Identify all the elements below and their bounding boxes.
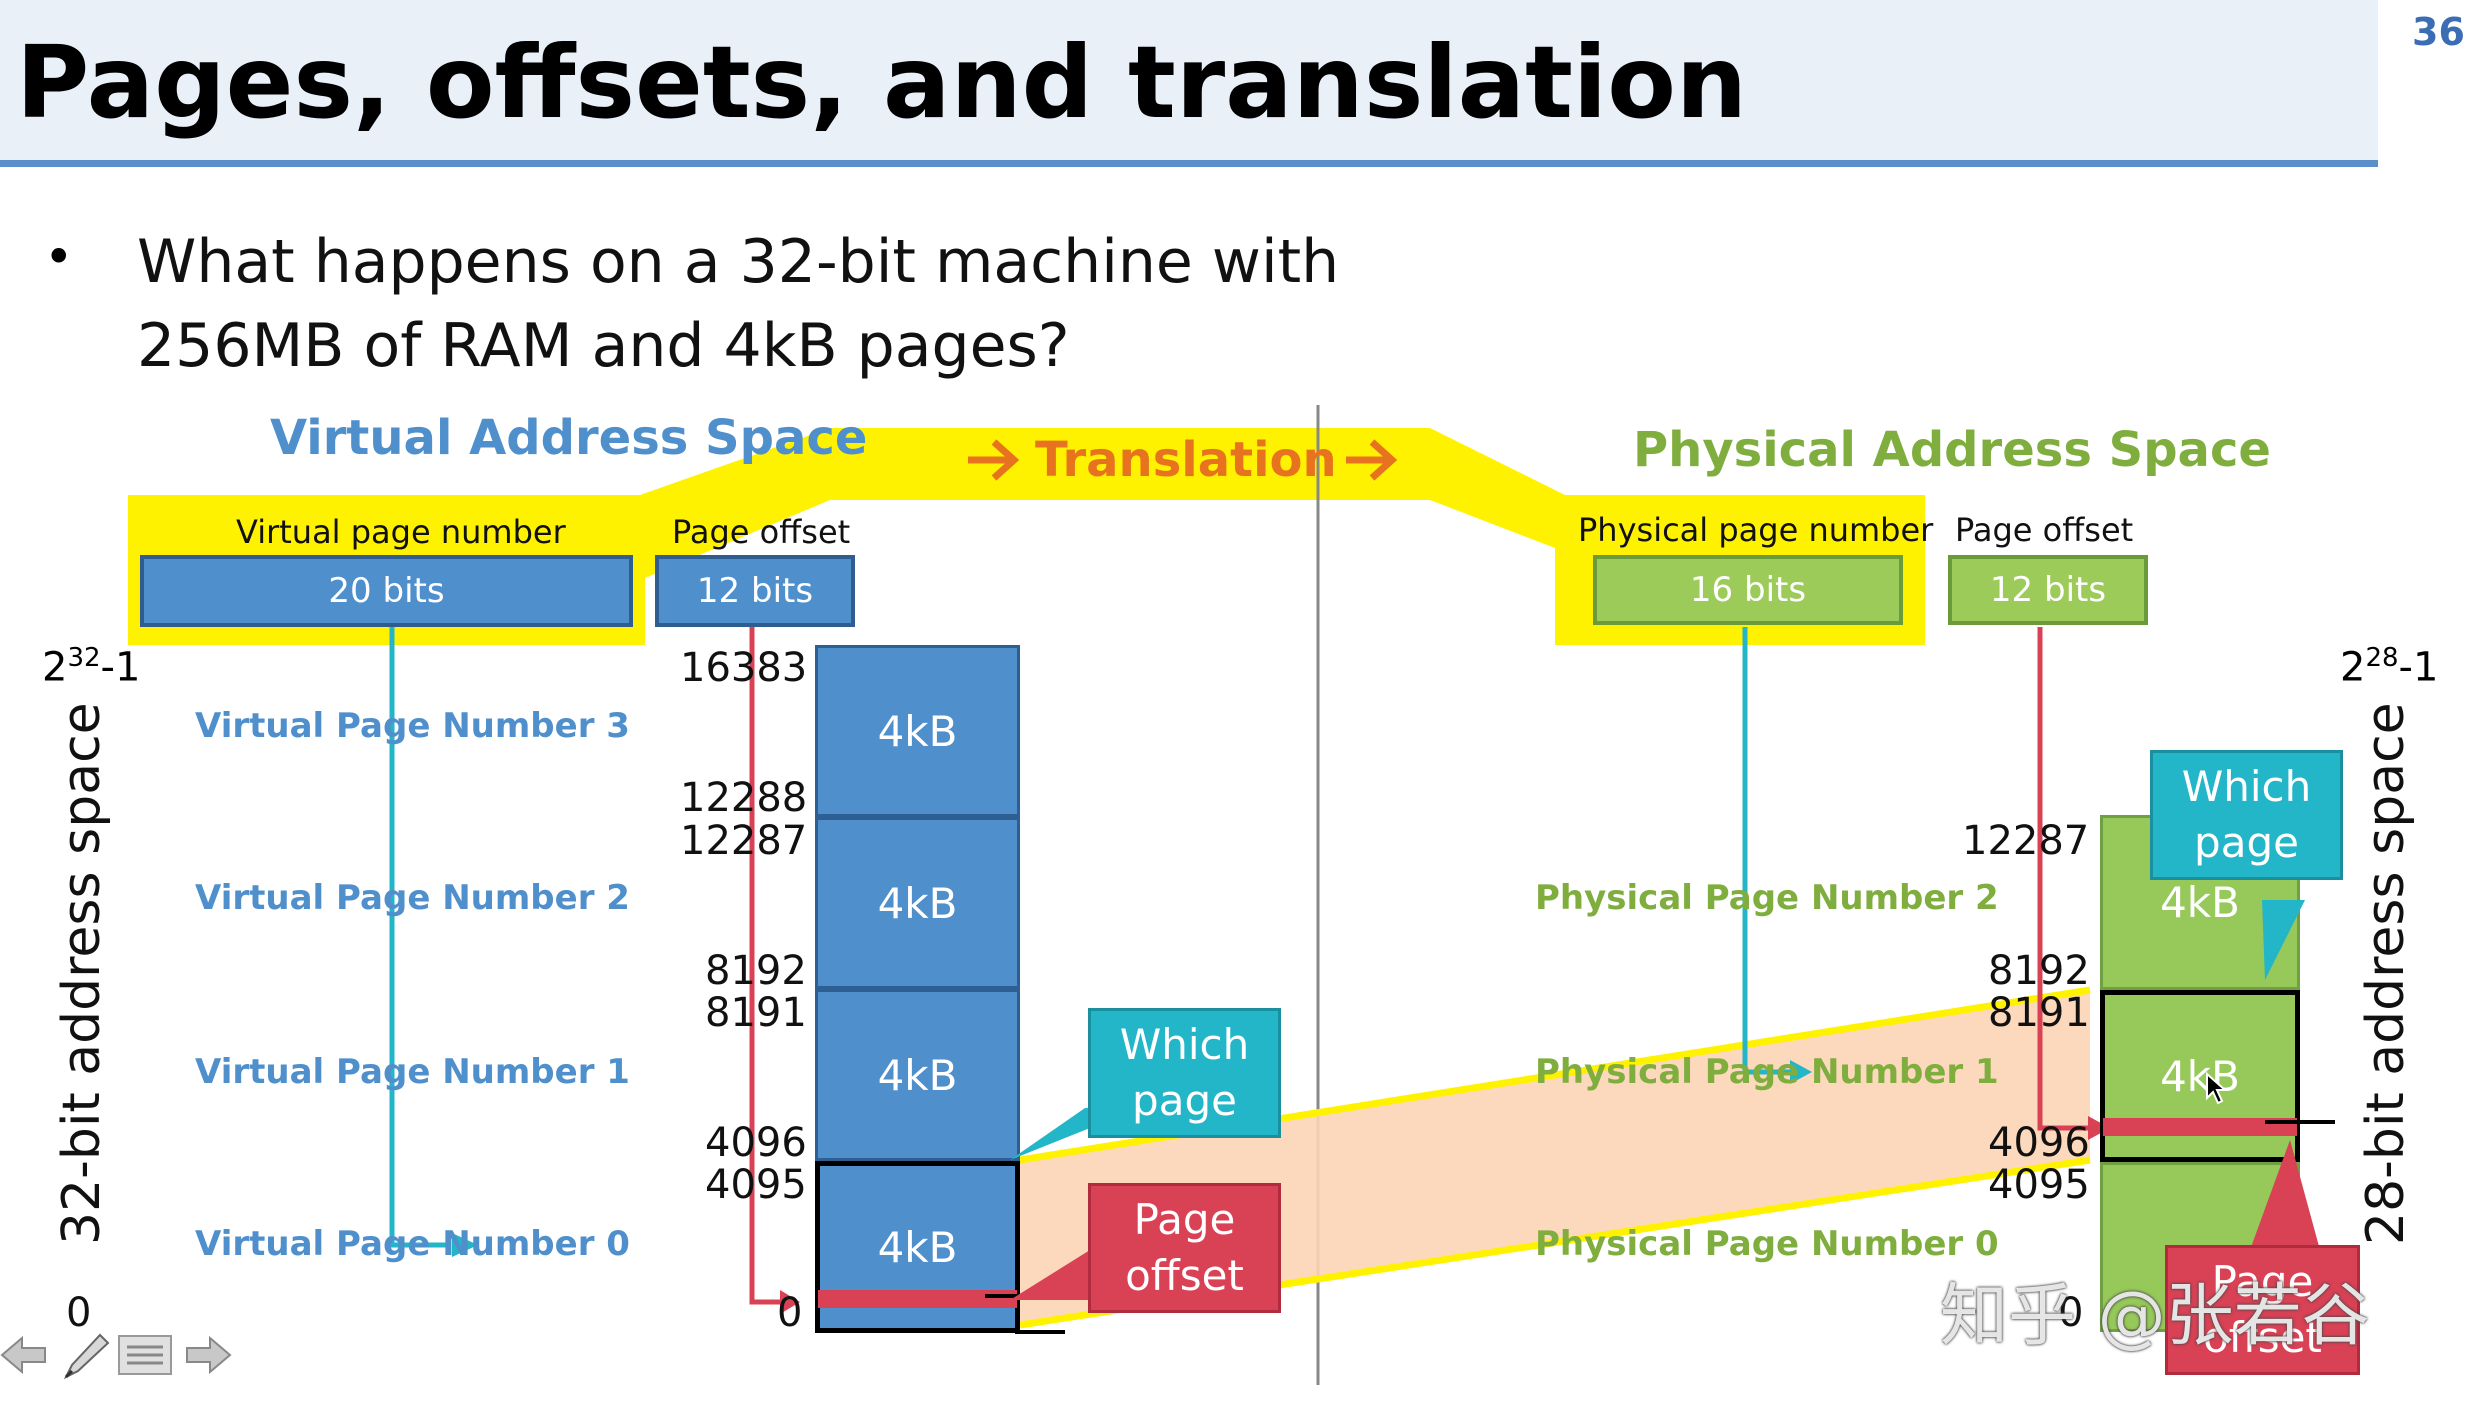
p-offset-label: Page offset: [1955, 511, 2134, 549]
callout-line: page: [2194, 818, 2299, 867]
p-offset-arrowhead: [2088, 1116, 2110, 1140]
page-offset-callout-left: Page offset: [1088, 1183, 1281, 1313]
physical-page-name: Physical Page Number 1: [1535, 1052, 1999, 1092]
p-addr: 4095: [1988, 1162, 2090, 1208]
page-offset-callout-right: Page offset: [2165, 1245, 2360, 1375]
which-page-callout-right: Which page: [2150, 750, 2343, 880]
v-addr: 8191: [705, 990, 807, 1036]
page-offset-tail-right: [2250, 1140, 2320, 1250]
ppn-field: 16 bits: [1593, 555, 1903, 625]
virtual-bottom-tick: [1015, 1330, 1065, 1334]
physical-page-name: Physical Page Number 0: [1535, 1224, 1999, 1264]
vpn-arrow: [389, 627, 450, 1248]
physical-space-header: Physical Address Space: [1633, 422, 2271, 478]
which-page-callout-left: Which page: [1088, 1008, 1281, 1138]
callout-line: Page: [2211, 1257, 2314, 1306]
slide-number: 36: [2412, 10, 2465, 54]
callout-line: page: [1132, 1076, 1237, 1125]
vpn-arrowhead: [452, 1233, 478, 1257]
p-addr: 0: [2058, 1290, 2084, 1336]
virtual-top-base: 2: [42, 644, 68, 691]
prev-slide-icon[interactable]: [0, 1330, 50, 1380]
virtual-offset-highlight: [818, 1290, 1017, 1308]
v-addr: 8192: [705, 948, 807, 994]
vpn-field: 20 bits: [140, 555, 633, 627]
physical-top-label: 228-1: [2340, 643, 2438, 690]
physical-top-exp: 28: [2365, 643, 2399, 673]
physical-top-suffix: -1: [2398, 644, 2439, 691]
watermark: 知乎 @张若谷: [1940, 1277, 2370, 1356]
v-addr: 0: [777, 1290, 803, 1336]
p-addr: 8192: [1988, 948, 2090, 994]
translation-label: Translation: [1035, 432, 1337, 488]
bullet-text: What happens on a 32-bit machine with 25…: [137, 220, 1339, 388]
callout-line: Page: [1133, 1195, 1236, 1244]
virtual-page-name: Virtual Page Number 0: [195, 1224, 630, 1264]
v-addr: 4095: [705, 1162, 807, 1208]
p-addr: 12287: [1962, 818, 2090, 864]
virtual-space-header: Virtual Address Space: [270, 410, 868, 466]
callout-line: Which: [1119, 1020, 1250, 1069]
bullet-dot: •: [44, 228, 74, 286]
mapping-band: [1020, 990, 2090, 1325]
virtual-page-block: 4kB: [815, 989, 1020, 1161]
ppn-arrowhead: [1790, 1060, 1812, 1084]
virtual-page-name: Virtual Page Number 1: [195, 1052, 630, 1092]
physical-page-name: Physical Page Number 2: [1535, 878, 1999, 918]
v-offset-label: Page offset: [672, 513, 851, 551]
pen-icon[interactable]: [58, 1327, 113, 1382]
p-offset-arrow: [2037, 627, 2090, 1131]
virtual-page-block: 4kB: [815, 645, 1020, 817]
title-bar: [0, 0, 2378, 167]
v-addr: 4096: [705, 1120, 807, 1166]
offset-arrow: [749, 627, 785, 1305]
virtual-page-block: 4kB: [815, 817, 1020, 989]
physical-top-base: 2: [2340, 644, 2366, 691]
slide-title: Pages, offsets, and translation: [16, 24, 1748, 141]
virtual-zero-label: 0: [66, 1290, 92, 1336]
bullet-line: What happens on a 32-bit machine with: [137, 227, 1340, 297]
v-addr: 12287: [680, 818, 808, 864]
callout-line: offset: [2203, 1313, 2322, 1362]
ppn-arrow: [1742, 627, 1790, 1075]
which-page-tail-right: [2262, 900, 2305, 980]
translation-arrow-right: [1346, 439, 1398, 481]
v-addr: 16383: [680, 645, 808, 691]
physical-offset-tick: [2265, 1120, 2335, 1124]
virtual-top-exp: 32: [67, 643, 101, 673]
next-slide-icon[interactable]: [182, 1330, 232, 1380]
virtual-page-name: Virtual Page Number 2: [195, 878, 630, 918]
bullet-line: 256MB of RAM and 4kB pages?: [137, 311, 1070, 381]
vpn-label: Virtual page number: [236, 513, 566, 551]
translation-arrow-left: [968, 439, 1020, 481]
virtual-page-name: Virtual Page Number 3: [195, 706, 630, 746]
ppn-label: Physical page number: [1578, 511, 1934, 549]
page-offset-tail-left: [1010, 1250, 1090, 1300]
callout-line: Which: [2181, 762, 2312, 811]
v-offset-field: 12 bits: [655, 555, 855, 627]
virtual-top-suffix: -1: [100, 644, 141, 691]
p-offset-field: 12 bits: [1948, 555, 2148, 625]
presentation-toolbar: [0, 1325, 240, 1385]
offset-arrowhead: [780, 1290, 800, 1314]
virtual-top-label: 232-1: [42, 643, 140, 690]
callout-line: offset: [1125, 1251, 1244, 1300]
p-addr: 4096: [1988, 1120, 2090, 1166]
mouse-cursor-icon: [2206, 1072, 2228, 1105]
v-addr: 12288: [680, 775, 808, 821]
p-addr: 8191: [1988, 990, 2090, 1036]
menu-icon[interactable]: [115, 1330, 175, 1380]
physical-offset-highlight: [2103, 1118, 2297, 1136]
